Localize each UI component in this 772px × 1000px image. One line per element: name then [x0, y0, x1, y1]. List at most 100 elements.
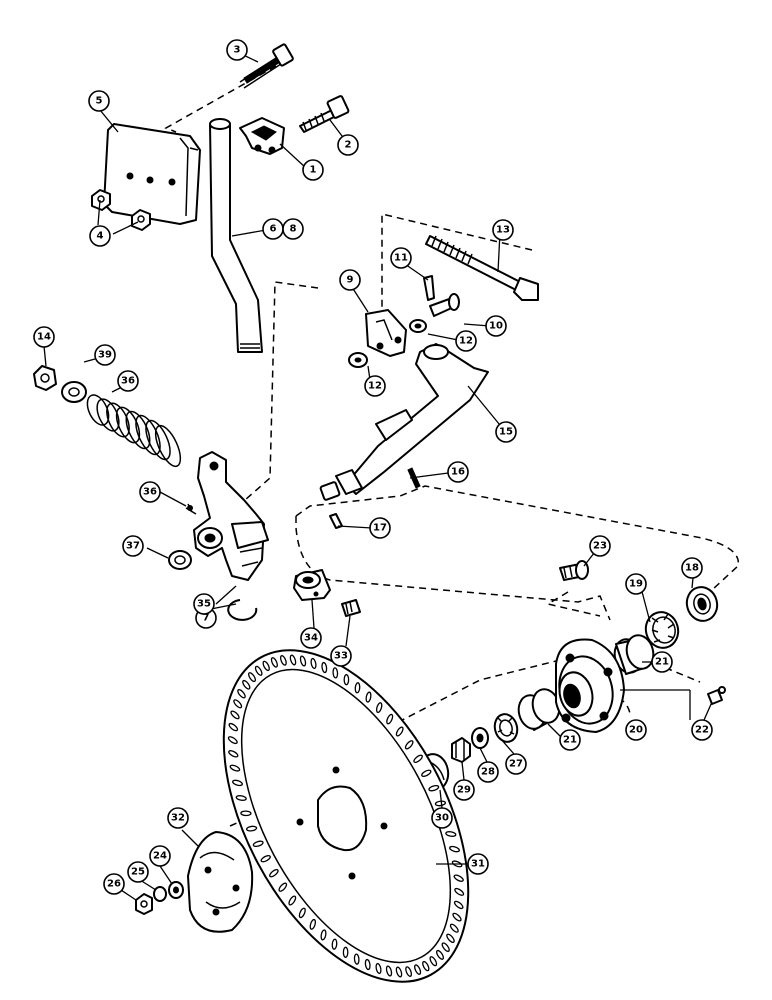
disc-notch: [245, 825, 258, 832]
callout-16: 16: [447, 461, 469, 483]
svg-text:18: 18: [685, 563, 699, 574]
bearing-cone-19: [644, 611, 680, 649]
disc-notch: [453, 900, 464, 910]
cotter-pin-11: [423, 275, 435, 301]
callout-25: 25: [127, 861, 149, 883]
nut-26: [135, 893, 153, 915]
nuts-4: [91, 189, 151, 231]
callout-34: 34: [300, 627, 322, 649]
disc-notch: [445, 831, 457, 837]
cover-plate-32: [187, 831, 254, 933]
disc-notch: [279, 655, 287, 666]
callout-37: 37: [122, 535, 144, 557]
svg-text:39: 39: [98, 350, 112, 361]
svg-text:22: 22: [695, 725, 709, 736]
washer-39: [61, 381, 87, 403]
svg-text:7: 7: [203, 613, 210, 624]
svg-text:34: 34: [304, 633, 318, 644]
callout-18: 18: [681, 557, 703, 579]
disc-notch: [228, 750, 239, 758]
screw-36: [185, 503, 197, 515]
callout-3: 3: [226, 39, 248, 61]
washers-12: [348, 319, 427, 368]
disc-notch: [229, 764, 241, 772]
disc-notch: [343, 674, 350, 686]
disc-notch: [270, 657, 278, 668]
disc-notch: [321, 661, 328, 674]
callout-12-lower: 12: [364, 375, 386, 397]
disc-notch: [299, 655, 307, 667]
pad-plate-5: [103, 123, 201, 225]
callout-13: 13: [492, 219, 514, 241]
disc-notch: [331, 938, 338, 950]
svg-text:19: 19: [629, 579, 643, 590]
castle-nut-29: [451, 737, 471, 763]
disc-notch: [262, 660, 270, 672]
svg-text:26: 26: [107, 879, 121, 890]
svg-text:15: 15: [499, 427, 513, 438]
disc-notch: [232, 779, 243, 787]
bolt-23: [559, 560, 589, 581]
callout-15: 15: [495, 421, 517, 443]
svg-text:11: 11: [394, 253, 408, 264]
svg-text:25: 25: [131, 867, 145, 878]
disc-notch: [353, 953, 360, 965]
collar-34: [293, 569, 331, 601]
svg-text:37: 37: [126, 541, 140, 552]
callout-14: 14: [33, 326, 55, 348]
nut-14: [33, 365, 57, 391]
washer-28: [471, 727, 489, 749]
svg-text:23: 23: [593, 541, 607, 552]
bolt-3: [239, 43, 294, 89]
svg-text:6: 6: [270, 224, 277, 235]
disc-notch: [228, 722, 239, 732]
callout-33: 33: [330, 645, 352, 667]
svg-text:28: 28: [481, 767, 495, 778]
disc-notch: [386, 713, 394, 725]
callout-2: 2: [337, 134, 359, 156]
disc-notch: [320, 929, 327, 941]
disc-notch: [414, 964, 422, 975]
disc-notches: [227, 654, 465, 978]
disc-notch: [454, 887, 465, 896]
disc-notch: [269, 868, 279, 878]
disc-notch: [248, 672, 256, 683]
arm-35: [193, 451, 269, 581]
svg-text:36: 36: [121, 376, 135, 387]
disc-notch: [342, 946, 349, 958]
callout-28: 28: [477, 761, 499, 783]
clevis-9: [365, 309, 407, 357]
svg-text:12: 12: [368, 381, 382, 392]
disc-notch: [453, 874, 464, 882]
disc-notch: [452, 912, 462, 922]
callout-21-upper: 21: [651, 651, 673, 673]
bolt-2: [299, 95, 350, 133]
callout-32: 32: [167, 807, 189, 829]
disc-notch: [242, 679, 251, 690]
svg-text:21: 21: [655, 657, 669, 668]
disc-notch: [421, 769, 432, 777]
snap-ring-7: [227, 599, 258, 621]
callout-24: 24: [149, 845, 171, 867]
long-bolt-13: [425, 235, 539, 301]
bearing-cup-21-lower: [517, 688, 561, 731]
bearing-cup-21-upper: [613, 634, 655, 675]
callout-22: 22: [691, 719, 713, 741]
disc-notch: [309, 918, 317, 930]
disc-notch: [240, 810, 252, 817]
svg-text:17: 17: [373, 523, 387, 534]
svg-text:1: 1: [310, 165, 317, 176]
grease-fitting-22: [707, 686, 726, 705]
svg-text:5: 5: [96, 96, 103, 107]
disc-notch: [446, 933, 455, 944]
lever-15: [319, 343, 489, 501]
seal-18: [685, 586, 719, 622]
set-screw-33: [341, 599, 361, 617]
svg-text:16: 16: [451, 467, 465, 478]
callout-23: 23: [589, 535, 611, 557]
svg-text:33: 33: [334, 651, 348, 662]
clamp-1: [239, 117, 285, 155]
disc-notch: [364, 958, 371, 971]
disc-notch: [434, 800, 447, 807]
svg-text:8: 8: [290, 224, 297, 235]
